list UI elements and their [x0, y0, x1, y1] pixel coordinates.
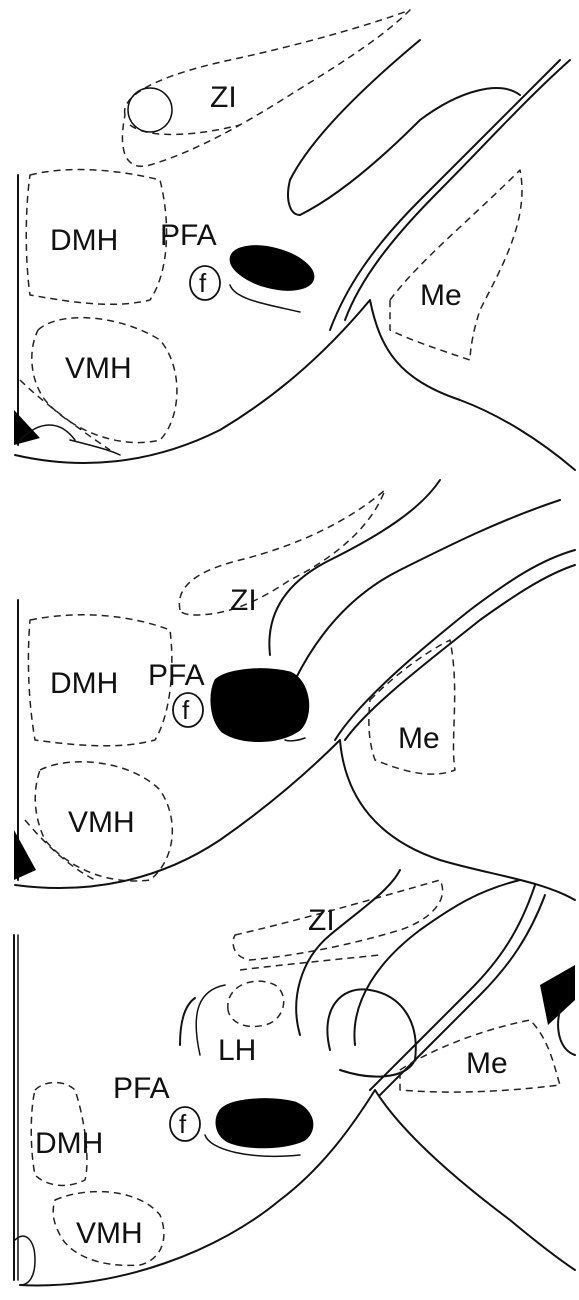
- pfa-lesion: [216, 1099, 313, 1148]
- panel-2: ZI DMH PFA f VMH Me: [14, 480, 575, 900]
- small-dashed-nucleus: [228, 981, 284, 1026]
- base-outline: [15, 300, 575, 470]
- label-f: f: [182, 695, 190, 725]
- label-vmh: VMH: [68, 806, 135, 839]
- label-vmh: VMH: [76, 1217, 143, 1250]
- zi-inner-outline: [130, 125, 240, 134]
- capsule-line-2: [269, 480, 440, 655]
- panel-3: ZI LH PFA f DMH VMH Me: [14, 870, 575, 1285]
- label-f: f: [199, 268, 207, 298]
- tract-line-1: [370, 885, 535, 1090]
- label-dmh: DMH: [35, 1127, 103, 1160]
- label-pfa: PFA: [148, 659, 205, 692]
- label-me: Me: [466, 1047, 508, 1080]
- capsule-line-2: [300, 88, 520, 215]
- capsule-line-1: [296, 870, 400, 1035]
- pfa-lesion: [211, 669, 309, 742]
- tract-line-2: [380, 895, 545, 1095]
- lh-left-wall: [180, 998, 195, 1045]
- black-tract-fill: [540, 965, 575, 1025]
- label-zi: ZI: [308, 904, 335, 937]
- lesion-border-line: [285, 738, 305, 741]
- label-vmh: VMH: [65, 352, 132, 385]
- zi-region-outline: [179, 490, 385, 615]
- capsule-tip: [288, 180, 300, 215]
- me-region-outline: [390, 170, 522, 360]
- capsule-lobe: [327, 989, 415, 1076]
- small-line: [70, 440, 120, 455]
- ventricle-fill: [14, 830, 36, 880]
- zi-region-outline: [233, 880, 442, 960]
- label-me: Me: [398, 722, 440, 755]
- label-pfa: PFA: [113, 1072, 170, 1105]
- tract-line-2: [345, 565, 575, 740]
- label-me: Me: [420, 279, 462, 312]
- capsule-line-1: [290, 40, 420, 180]
- label-pfa: PFA: [160, 219, 217, 252]
- label-f: f: [179, 1109, 187, 1139]
- label-zi: ZI: [210, 81, 237, 114]
- pfa-lesion: [225, 238, 318, 299]
- label-lh: LH: [218, 1034, 256, 1067]
- zi-circle: [128, 88, 172, 132]
- right-edge-curve: [558, 1010, 575, 1055]
- label-dmh: DMH: [50, 667, 118, 700]
- label-dmh: DMH: [50, 224, 118, 257]
- label-zi: ZI: [230, 584, 257, 617]
- panel-1: ZI DMH PFA f VMH Me: [14, 10, 575, 470]
